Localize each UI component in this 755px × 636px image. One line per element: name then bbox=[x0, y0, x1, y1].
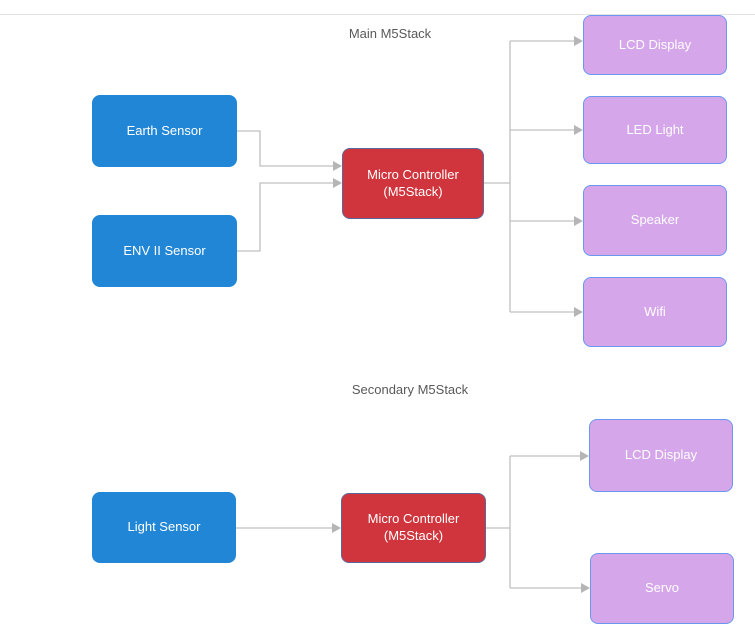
top-divider-line bbox=[0, 14, 755, 15]
node-label: LCD Display bbox=[624, 447, 698, 463]
node-wifi: Wifi bbox=[583, 277, 727, 347]
node-earth-sensor: Earth Sensor bbox=[92, 95, 237, 167]
edge-earth-sensor-to-controller bbox=[237, 130, 342, 171]
edge-controller-to-lcd-display-2 bbox=[510, 451, 589, 461]
node-label: Earth Sensor bbox=[126, 122, 203, 138]
node-label-line1: Micro Controller bbox=[367, 511, 460, 527]
node-label: ENV II Sensor bbox=[123, 242, 206, 258]
node-servo: Servo bbox=[590, 553, 734, 624]
node-led-light: LED Light bbox=[583, 96, 727, 164]
edge-controller-to-servo bbox=[510, 583, 590, 593]
node-micro-controller-secondary: Micro Controller (M5Stack) bbox=[341, 493, 486, 563]
node-label: Wifi bbox=[644, 303, 666, 319]
arrowhead-icon bbox=[574, 307, 583, 317]
arrowhead-icon bbox=[581, 583, 590, 593]
node-lcd-display-secondary: LCD Display bbox=[589, 419, 733, 492]
edge-controller-to-lcd-display bbox=[510, 36, 583, 46]
edge-controller-to-led-light bbox=[510, 125, 583, 135]
node-label: Light Sensor bbox=[127, 519, 201, 535]
node-label-line1: Micro Controller bbox=[367, 166, 459, 182]
node-lcd-display-main: LCD Display bbox=[583, 15, 727, 75]
section-title-secondary: Secondary M5Stack bbox=[351, 382, 469, 397]
arrowhead-icon bbox=[332, 523, 341, 533]
node-label-line2: (M5Stack) bbox=[383, 183, 443, 199]
node-label: Servo bbox=[645, 580, 679, 596]
arrowhead-icon bbox=[574, 216, 583, 226]
node-light-sensor: Light Sensor bbox=[92, 492, 236, 563]
arrowhead-icon bbox=[333, 161, 342, 171]
arrowhead-icon bbox=[574, 36, 583, 46]
node-label-line2: (M5Stack) bbox=[383, 528, 444, 543]
edge-controller-to-wifi bbox=[510, 307, 583, 317]
node-label: LED Light bbox=[626, 121, 684, 137]
arrowhead-icon bbox=[333, 178, 342, 188]
node-micro-controller-main: Micro Controller (M5Stack) bbox=[342, 148, 484, 219]
edge-controller-trunk-secondary bbox=[486, 456, 511, 588]
edge-env-sensor-to-controller bbox=[237, 178, 342, 252]
arrowhead-icon bbox=[580, 451, 589, 461]
node-label: Speaker bbox=[630, 212, 680, 228]
section-title-main: Main M5Stack bbox=[348, 26, 432, 41]
node-speaker: Speaker bbox=[583, 185, 727, 256]
node-label: LCD Display bbox=[618, 36, 692, 52]
node-env-ii-sensor: ENV II Sensor bbox=[92, 215, 237, 287]
arrowhead-icon bbox=[574, 125, 583, 135]
edge-controller-trunk-main bbox=[484, 41, 511, 312]
edge-light-sensor-to-controller bbox=[236, 523, 341, 533]
edge-controller-to-speaker bbox=[510, 216, 583, 226]
